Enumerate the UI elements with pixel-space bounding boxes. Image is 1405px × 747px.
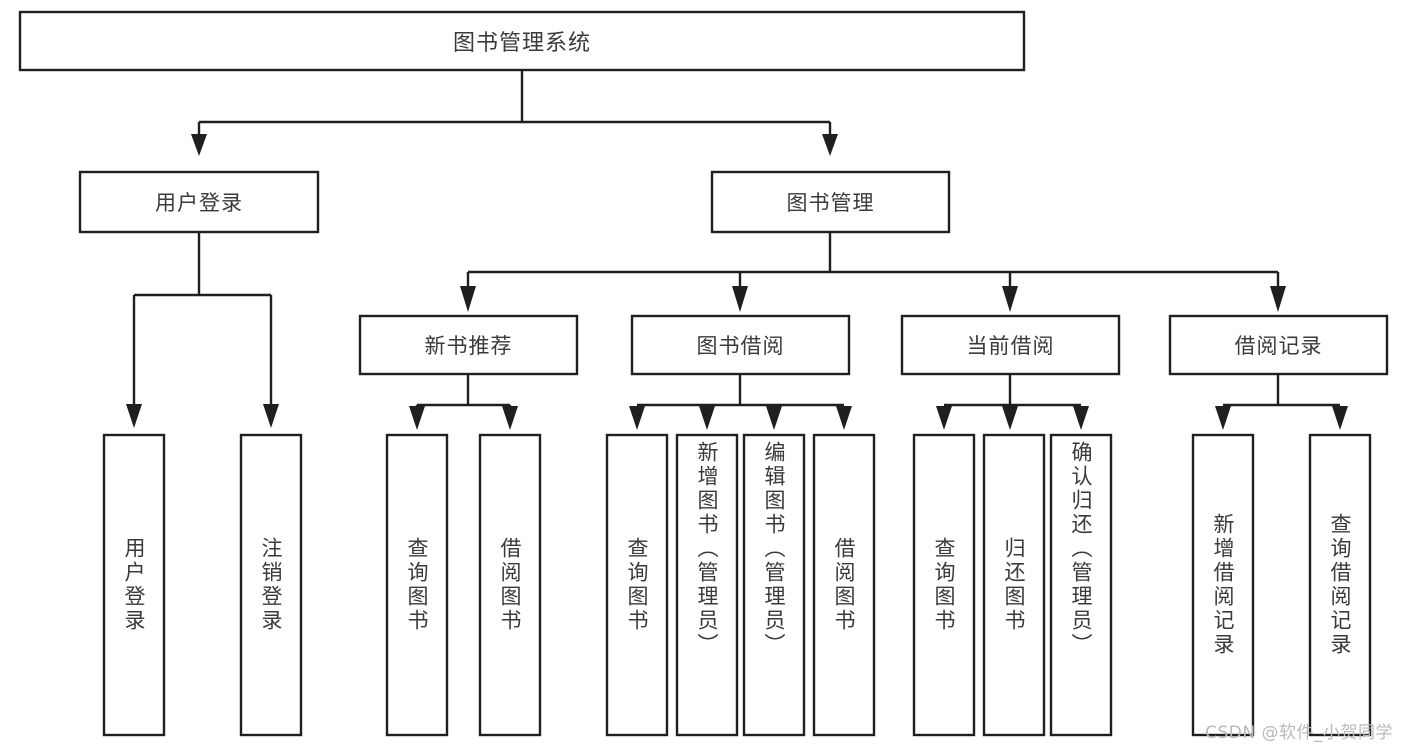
- arrow-to-leaf-confirm-return: [1073, 406, 1089, 430]
- arrow-to-leaf-query-book-3: [936, 406, 952, 430]
- arrow-to-leaf-borrow-book-2: [836, 406, 852, 430]
- arrow-to-leaf-add-record: [1215, 406, 1231, 430]
- node-leaf-query-book-2[interactable]: [605, 433, 669, 737]
- node-user-login[interactable]: [78, 170, 320, 234]
- arrow-to-leaf-query-book-2: [629, 406, 645, 430]
- connector-group-root-to-level2: [191, 70, 838, 156]
- arrow-to-borrow-records: [1270, 286, 1286, 312]
- node-leaf-user-login[interactable]: [102, 433, 166, 737]
- node-new-book-recommend[interactable]: [358, 314, 579, 376]
- arrow-to-current-borrow: [1002, 286, 1018, 312]
- node-leaf-logout[interactable]: [239, 433, 303, 737]
- node-book-borrow[interactable]: [630, 314, 851, 376]
- node-leaf-borrow-book-1[interactable]: [478, 433, 542, 737]
- arrow-to-leaf-add-book: [699, 406, 715, 430]
- connector-group-user-login-to-leaves: [126, 232, 279, 428]
- node-leaf-return-book[interactable]: [982, 433, 1046, 737]
- connector-group-book-borrow-to-leaves: [629, 374, 852, 430]
- connector-group-new-book-recommend-to-leaves: [409, 374, 518, 430]
- node-leaf-add-book[interactable]: [675, 433, 739, 737]
- arrow-to-leaf-logout: [263, 404, 279, 428]
- connector-group-borrow-records-to-leaves: [1215, 374, 1348, 430]
- arrow-to-leaf-query-book-1: [409, 406, 425, 430]
- arrow-to-leaf-borrow-book-1: [502, 406, 518, 430]
- connector-group-book-management-to-level3: [460, 232, 1286, 312]
- node-leaf-query-record[interactable]: [1308, 433, 1372, 737]
- arrow-to-leaf-user-login: [126, 404, 142, 428]
- node-leaf-edit-book[interactable]: [742, 433, 806, 737]
- node-book-management[interactable]: [710, 170, 951, 234]
- arrow-to-leaf-edit-book: [766, 406, 782, 430]
- arrow-root-to-book-management: [822, 134, 838, 156]
- node-leaf-query-book-1[interactable]: [385, 433, 449, 737]
- node-leaf-query-book-3[interactable]: [912, 433, 976, 737]
- watermark-text: CSDN @软件_小贺同学: [1205, 723, 1393, 743]
- node-borrow-records[interactable]: [1168, 314, 1389, 376]
- arrow-root-to-user-login: [191, 134, 207, 156]
- connector-group-current-borrow-to-leaves: [936, 374, 1089, 430]
- arrow-to-leaf-return-book: [1002, 406, 1018, 430]
- node-leaf-borrow-book-2[interactable]: [812, 433, 876, 737]
- node-leaf-confirm-return[interactable]: [1049, 433, 1113, 737]
- node-current-borrow[interactable]: [900, 314, 1121, 376]
- arrow-to-leaf-query-record: [1332, 406, 1348, 430]
- node-leaf-add-record[interactable]: [1191, 433, 1255, 737]
- arrow-to-new-book-recommend: [460, 286, 476, 312]
- arrow-to-book-borrow: [732, 286, 748, 312]
- node-root[interactable]: [18, 10, 1026, 72]
